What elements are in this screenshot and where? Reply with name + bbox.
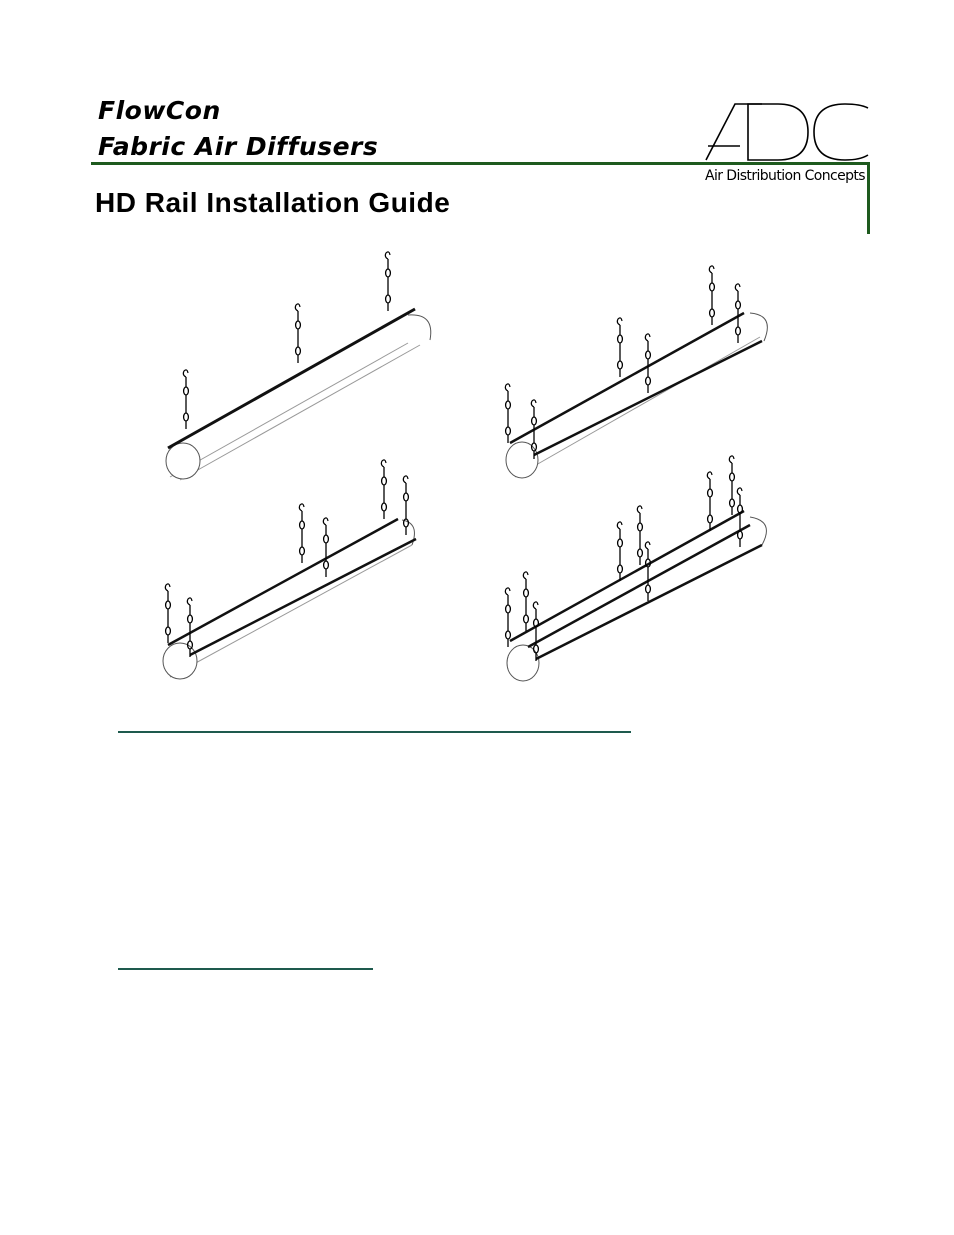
section-divider	[118, 968, 373, 970]
brand-block: FlowCon Fabric Air Diffusers	[98, 93, 378, 165]
duct-triple-rail-icon	[504, 455, 767, 682]
brand-tagline: Fabric Air Diffusers	[98, 132, 379, 161]
brand-name: FlowCon	[98, 96, 221, 125]
duct-twin-rail-icon	[162, 459, 417, 680]
page-title: HD Rail Installation Guide	[95, 187, 451, 218]
logo-subtitle: Air Distribution Concepts	[705, 168, 866, 184]
duct-double-rail-icon	[504, 265, 768, 479]
header-rule-vertical	[867, 162, 870, 234]
section-divider	[118, 731, 631, 733]
duct-single-rail-icon	[165, 251, 432, 481]
header-rule	[91, 162, 869, 165]
rail-illustrations	[162, 251, 768, 682]
adc-logo-icon	[705, 103, 869, 161]
